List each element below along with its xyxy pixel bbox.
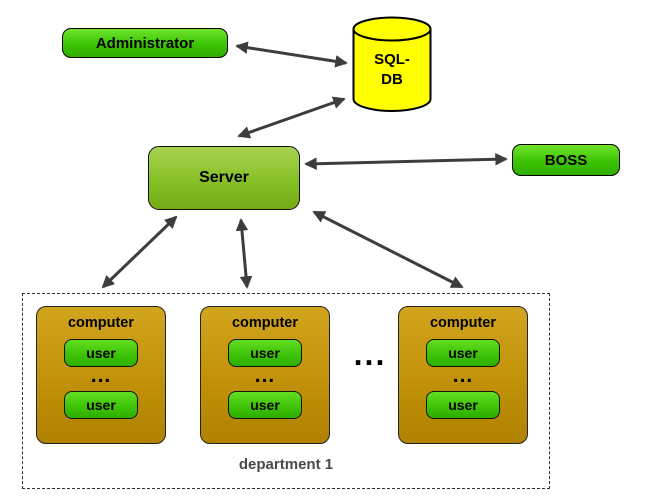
arrow-administrator-sqldb — [235, 41, 348, 68]
computer-label: computer — [67, 315, 135, 331]
users-ellipsis: ... — [90, 364, 112, 387]
boss-label: BOSS — [544, 151, 588, 169]
server-label: Server — [199, 169, 249, 186]
computer-node-1: computer user ... user — [36, 306, 166, 444]
database-cylinder-icon — [352, 16, 432, 112]
sqldb-node: SQL- DB — [352, 16, 432, 113]
computer-label: computer — [429, 315, 497, 331]
user-node: user — [426, 391, 500, 419]
users-ellipsis: ... — [452, 364, 474, 387]
arrow-server-boss — [304, 152, 508, 171]
user-node: user — [64, 391, 138, 419]
user-node: user — [228, 391, 302, 419]
user-node: user — [64, 339, 138, 367]
arrow-server-computer1 — [101, 215, 178, 289]
computer-label: computer — [231, 315, 299, 331]
computer-node-2: computer user ... user — [200, 306, 330, 444]
computers-ellipsis: ... — [353, 336, 387, 372]
department-boundary — [22, 293, 550, 489]
arrow-server-computer2 — [235, 218, 253, 289]
server-node: Server — [148, 146, 300, 210]
department-label: department 1 — [238, 456, 334, 473]
user-node: user — [426, 339, 500, 367]
arrow-server-computer3 — [312, 210, 464, 289]
boss-node: BOSS — [512, 144, 620, 176]
users-ellipsis: ... — [254, 364, 276, 387]
user-node: user — [228, 339, 302, 367]
administrator-node: Administrator — [62, 28, 228, 58]
computer-node-3: computer user ... user — [398, 306, 528, 444]
sqldb-label: SQL- DB — [352, 50, 432, 90]
sqldb-label-line2: DB — [381, 71, 403, 88]
arrow-sqldb-server — [237, 96, 346, 139]
administrator-label: Administrator — [95, 34, 195, 52]
sqldb-label-line1: SQL- — [374, 51, 410, 68]
